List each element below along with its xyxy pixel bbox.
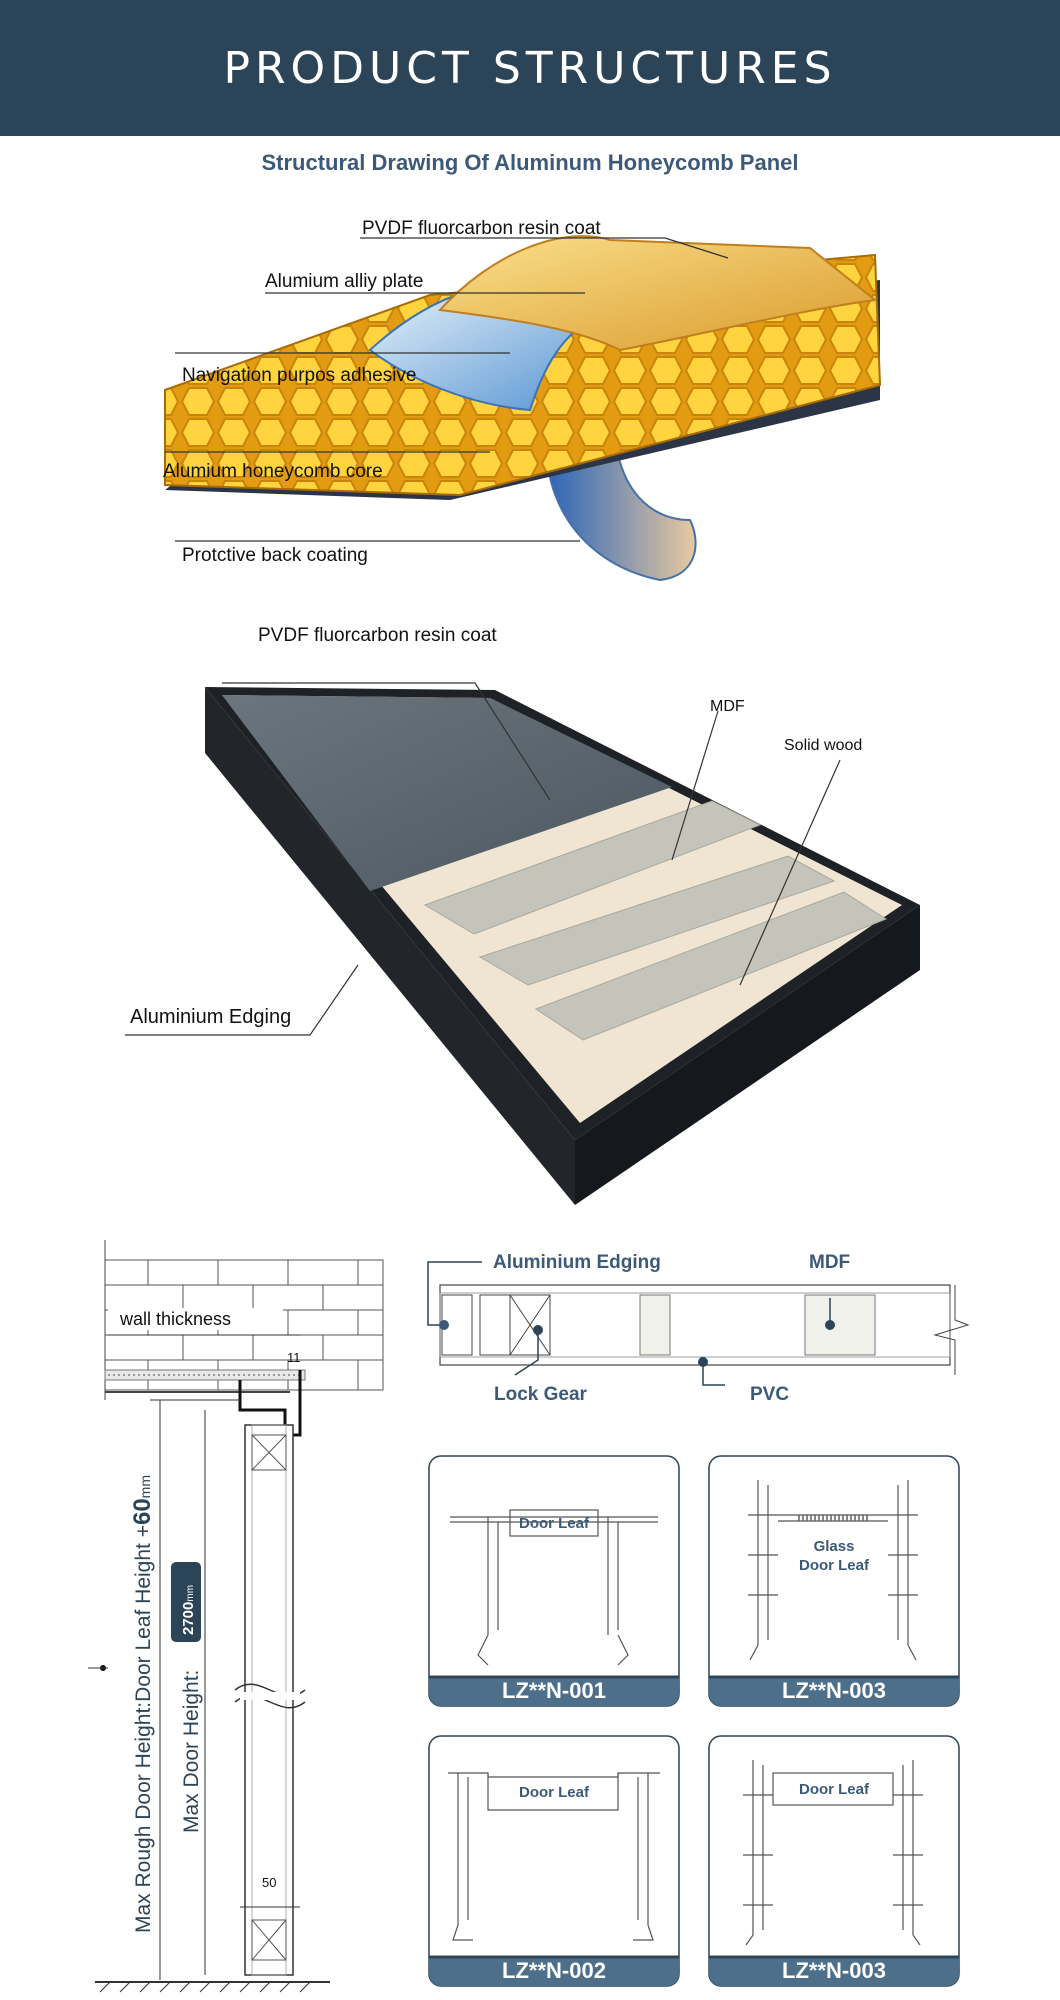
- page-title: PRODUCT STRUCTURES: [223, 42, 837, 94]
- xs-pvc-label: PVC: [750, 1384, 789, 1405]
- xs-mdf-label: MDF: [809, 1252, 850, 1273]
- rough-height-plus: 60: [129, 1498, 156, 1525]
- honeycomb-panel-drawing: PVDF fluorcarbon resin coat Alumium alli…: [163, 218, 882, 582]
- card-003-glass-title: LZ**N-003: [782, 1678, 886, 1703]
- card-003-glass-label: Glass: [814, 1538, 855, 1555]
- door-height-badge: [171, 1562, 201, 1642]
- door-height-number: 2700: [180, 1602, 197, 1635]
- label-back-coating: Protctive back coating: [182, 545, 368, 566]
- profile-card-002: LZ**N-002 Door Leaf: [428, 1735, 680, 1987]
- card-003-label: Door Leaf: [799, 1781, 870, 1798]
- profile-card-001: LZ**N-001 Door Leaf: [428, 1455, 680, 1707]
- label-door-mdf: MDF: [710, 698, 745, 715]
- door-height-label: Max Door Height:: [180, 1670, 203, 1833]
- label-alloy-plate: Alumium alliy plate: [265, 271, 423, 292]
- profile-card-003: LZ**N-003 Door Leaf: [708, 1735, 960, 1987]
- label-honeycomb-core: Alumium honeycomb core: [163, 461, 383, 482]
- door-section-drawing: wall thickness 11 50 Max Rough Door Heig…: [88, 1240, 384, 1993]
- card-003-glass-label2: Door Leaf: [799, 1557, 870, 1574]
- header-banner: PRODUCT STRUCTURES: [0, 0, 1060, 136]
- door-height-value: 2700mm: [180, 1585, 197, 1635]
- wall-thickness-label: wall thickness: [119, 1309, 231, 1329]
- door-panel-drawing: PVDF fluorcarbon resin coat MDF Solid wo…: [125, 625, 920, 1205]
- card-002-label: Door Leaf: [519, 1784, 590, 1801]
- label-resin-coat: PVDF fluorcarbon resin coat: [362, 218, 601, 239]
- label-adhesive: Navigation purpos adhesive: [182, 365, 417, 386]
- xs-edging-label: Aluminium Edging: [493, 1252, 661, 1273]
- card-001-title: LZ**N-001: [502, 1678, 606, 1703]
- rough-height-text: Max Rough Door Height:Door Leaf Height +: [132, 1525, 155, 1933]
- card-001-label: Door Leaf: [519, 1515, 590, 1532]
- label-door-resin-coat: PVDF fluorcarbon resin coat: [258, 625, 497, 646]
- wall-thickness-box: [108, 1308, 283, 1330]
- dim-11-label: 11: [287, 1350, 301, 1365]
- dim-50-label: 50: [262, 1875, 276, 1890]
- label-solid-wood: Solid wood: [784, 737, 862, 754]
- door-height-unit: mm: [185, 1585, 196, 1602]
- section-subtitle: Structural Drawing Of Aluminum Honeycomb…: [261, 150, 799, 175]
- card-002-title: LZ**N-002: [502, 1958, 606, 1983]
- cross-section-drawing: Aluminium Edging MDF Lock Gear PVC: [427, 1252, 970, 1405]
- rough-height-label: Max Rough Door Height:Door Leaf Height +…: [129, 1475, 156, 1933]
- card-003-title: LZ**N-003: [782, 1958, 886, 1983]
- label-door-edging: Aluminium Edging: [130, 1006, 291, 1028]
- profile-card-003-glass: LZ**N-003 Glass Door Leaf: [708, 1455, 960, 1707]
- xs-lock-gear-label: Lock Gear: [494, 1384, 588, 1405]
- rough-height-unit: mm: [137, 1475, 153, 1498]
